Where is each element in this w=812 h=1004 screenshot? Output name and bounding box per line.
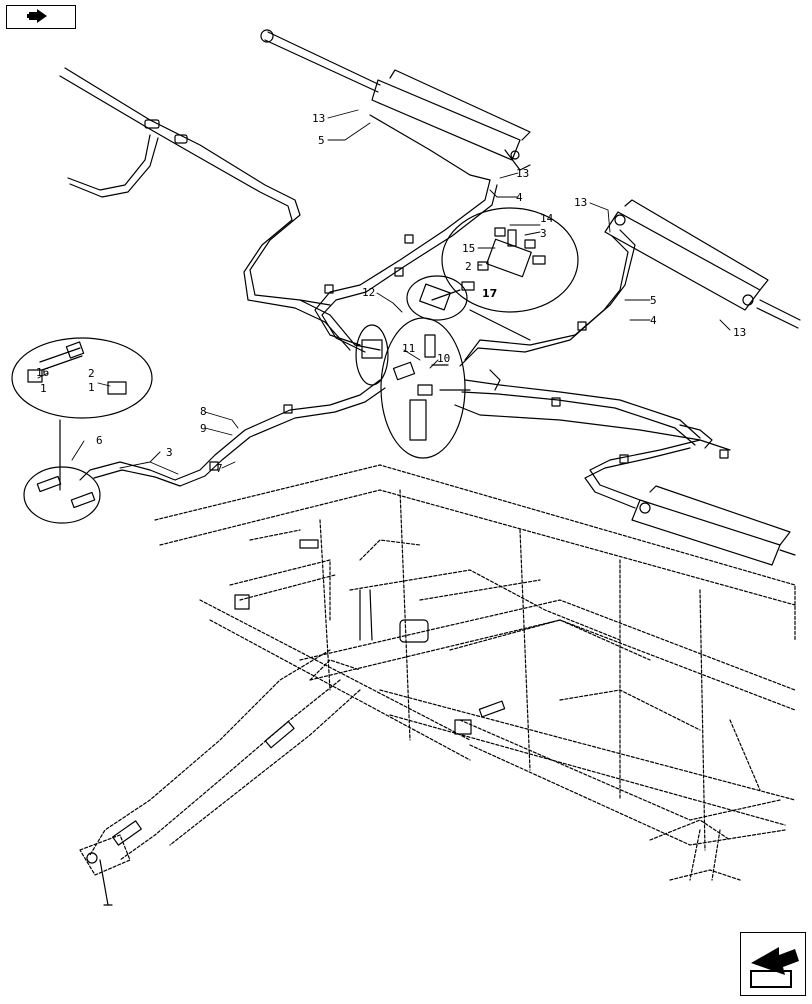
callouts: 13 5 13 4 13 5 4 13 14 3 15 2 17 12 11 1…: [36, 112, 746, 475]
page-arrow-icon[interactable]: [740, 932, 806, 996]
callout-11: 11: [402, 342, 415, 355]
callout-1-right: 1: [88, 381, 95, 394]
detail-bubble-coupler: [23, 466, 101, 524]
callout-1-left: 1: [40, 382, 47, 395]
open-book-arrow-glyph: [27, 9, 47, 23]
callout-13-right-top: 13: [516, 167, 529, 180]
cylinder-top: [260, 29, 531, 171]
open-book-arrow-icon[interactable]: [6, 5, 76, 29]
leader-lines: [37, 109, 731, 475]
callout-6: 6: [96, 434, 103, 447]
callout-13-lower-right: 13: [733, 326, 746, 339]
callout-15: 15: [462, 242, 475, 255]
callout-4-top: 4: [516, 191, 523, 204]
detail-bubble-manifold: [355, 324, 389, 386]
hitch-details: [86, 539, 506, 906]
callout-12: 12: [362, 286, 375, 299]
detail-bubble-valve: [431, 207, 579, 313]
callout-7: 7: [216, 462, 223, 475]
cylinder-right: [604, 199, 801, 329]
callout-2-valve: 2: [465, 260, 472, 273]
detail-bubble-connectors: [380, 317, 466, 459]
detail-bubble-tee: [406, 275, 468, 321]
callout-3-hose: 3: [166, 446, 173, 459]
callout-4-right: 4: [650, 314, 657, 327]
callout-5-top: 5: [318, 134, 325, 147]
callout-13-top: 13: [312, 112, 325, 125]
machine-frame: [79, 464, 796, 881]
page-arrow-glyph: [750, 947, 799, 988]
callout-14: 14: [540, 212, 554, 225]
callout-9: 9: [200, 422, 207, 435]
callout-5-right: 5: [650, 294, 657, 307]
callout-8: 8: [200, 405, 207, 418]
callout-3-valve: 3: [540, 227, 547, 240]
callout-16: 16: [36, 366, 49, 379]
callout-13-right: 13: [574, 196, 587, 209]
callout-10: 10: [437, 352, 450, 365]
callout-2-left: 2: [88, 367, 95, 380]
cylinder-lower-right: [631, 485, 796, 566]
callout-17: 17: [482, 287, 497, 300]
hose-routing: [59, 67, 731, 509]
detail-bubble-fittings: [11, 337, 153, 491]
